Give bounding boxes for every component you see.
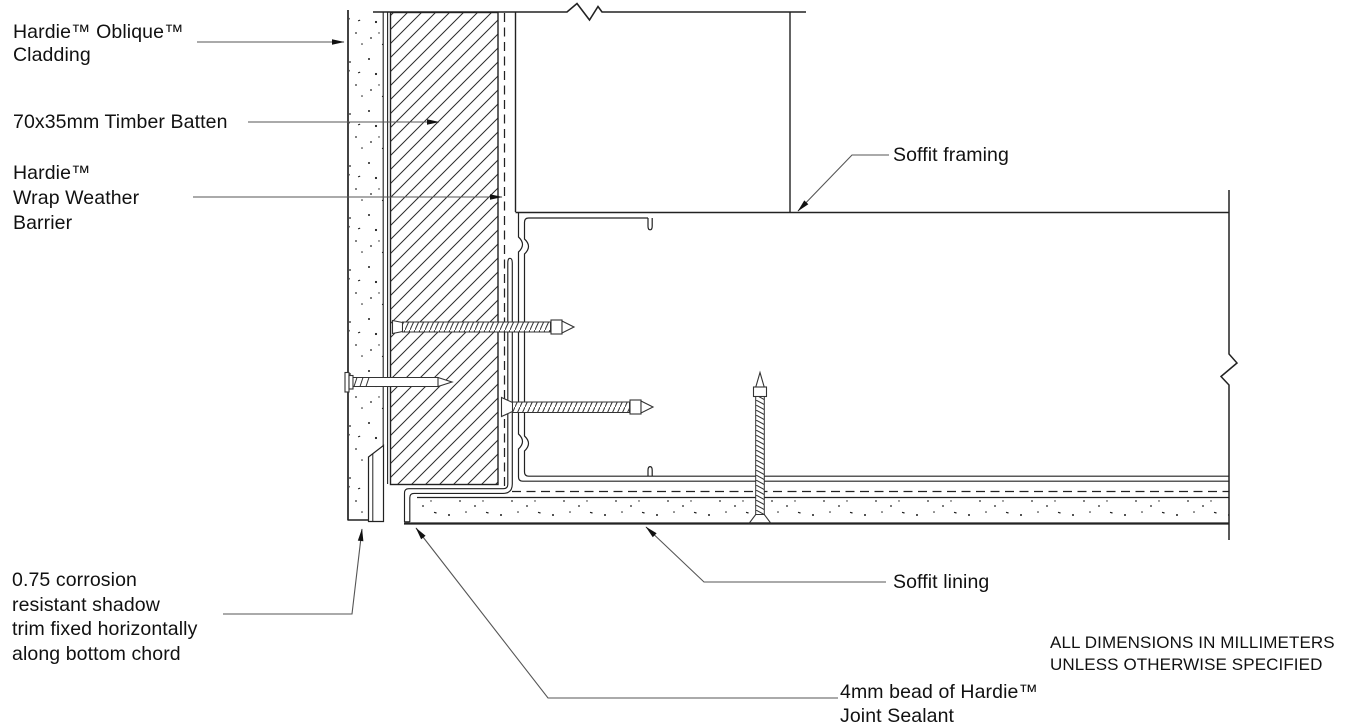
wall-framing-lines xyxy=(373,2,806,212)
dimensions-note: ALL DIMENSIONS IN MILLIMETERS UNLESS OTH… xyxy=(1050,633,1335,674)
label-weather-barrier: Hardie™ Wrap Weather Barrier xyxy=(13,162,140,234)
label-shadow-trim: 0.75 corrosion resistant shadow trim fix… xyxy=(12,569,198,665)
label-joint-sealant: 4mm bead of Hardie™ Joint Sealant xyxy=(840,681,1039,724)
screw-soffit-lining xyxy=(748,370,772,524)
metal-channel-profile xyxy=(517,212,1229,482)
leader-soffit-framing xyxy=(797,154,889,212)
soffit-lining-section xyxy=(404,496,1229,525)
leader-shadow-trim xyxy=(223,528,364,615)
label-soffit-framing: Soffit framing xyxy=(893,144,1009,166)
shadow-trim-profile xyxy=(367,257,513,523)
screw-cladding-fixing xyxy=(344,371,454,393)
leader-joint-sealant xyxy=(415,527,838,699)
soffit-framing-lines xyxy=(515,190,1239,540)
weather-barrier-line xyxy=(503,13,1229,493)
leader-lines xyxy=(193,39,889,699)
screw-batten-upper xyxy=(391,319,576,335)
timber-batten-section xyxy=(389,11,499,486)
screw-batten-lower xyxy=(500,396,655,418)
label-cladding: Hardie™ Oblique™ Cladding xyxy=(13,21,184,66)
label-soffit-lining: Soffit lining xyxy=(893,571,990,593)
label-timber-batten: 70x35mm Timber Batten xyxy=(13,111,228,133)
leader-soffit-lining xyxy=(645,526,886,583)
cladding-board xyxy=(347,10,389,521)
